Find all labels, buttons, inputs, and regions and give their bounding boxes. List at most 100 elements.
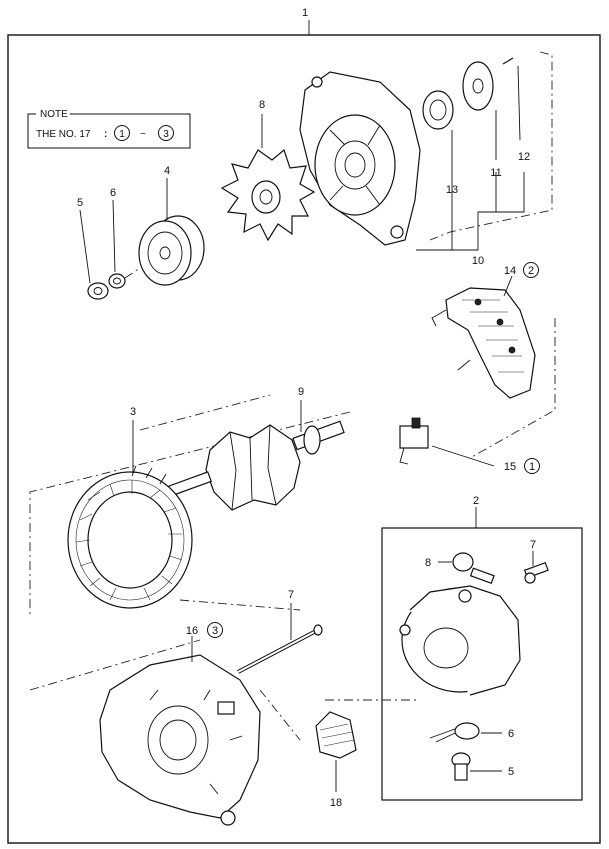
part-fan-8	[220, 148, 316, 242]
part-washer-6	[108, 273, 126, 289]
callout-5: 5	[77, 197, 83, 209]
callout-3: 3	[130, 406, 136, 418]
callout-10: 10	[472, 255, 484, 267]
rectifier-plate	[445, 287, 536, 399]
part-bolt-7	[237, 624, 323, 674]
inset-8-stem	[469, 567, 495, 585]
part-bearing-13	[422, 90, 454, 130]
leader-5	[79, 209, 91, 284]
fan-hub	[251, 180, 281, 214]
drive-frame-lug-top	[311, 76, 323, 88]
part-drive-end-frame	[299, 71, 421, 246]
bolt-shank	[237, 629, 319, 673]
inset-part-6	[429, 722, 480, 743]
callout-2: 2	[473, 495, 479, 507]
nut-body	[87, 282, 109, 300]
note-title: NOTE	[40, 109, 68, 120]
callout-9: 9	[298, 386, 304, 398]
part-stator-3	[67, 465, 193, 609]
callout-11: 11	[490, 167, 501, 179]
rotor-pole-lines	[229, 424, 277, 511]
outer-frame	[7, 34, 601, 844]
callout-16-circled: 3	[212, 625, 218, 637]
note-box: NOTE THE NO. 17 : 1 ~ 3	[27, 108, 191, 149]
leader-14	[503, 275, 513, 297]
note-range-end: 3	[163, 129, 169, 140]
pulley-hub	[159, 246, 171, 260]
drive-frame-spokes	[329, 124, 381, 206]
leader-12	[517, 65, 521, 141]
housing-bore	[147, 705, 209, 775]
nut-hole	[93, 287, 103, 295]
callout-15-circled: 1	[529, 461, 535, 473]
note-title-bg	[36, 108, 70, 120]
brush-holder-body	[399, 425, 429, 449]
inset-frame-lug	[458, 589, 472, 603]
rectifier-diode-2	[496, 318, 504, 326]
callout-inset-5: 5	[508, 766, 514, 778]
part-pulley-4	[138, 215, 205, 286]
part-nut-5	[87, 282, 109, 300]
bracket-10	[416, 172, 525, 251]
part-cover-18	[315, 711, 357, 759]
inset-6-tab	[429, 728, 456, 743]
housing-lug	[220, 810, 236, 826]
part-rear-housing-16	[99, 654, 261, 826]
stator-winding-marks	[75, 480, 183, 601]
screw-12-body	[502, 57, 514, 65]
note-text: THE NO. 17	[36, 129, 91, 140]
part-rotor-9	[167, 420, 345, 511]
callout-14-circled: 2	[528, 265, 534, 277]
part-retainer-11	[462, 61, 494, 111]
housing-boundary	[29, 599, 420, 741]
brush-holder-lead	[399, 447, 409, 465]
callout-16-circle	[207, 622, 223, 638]
callout-inset-6: 6	[508, 728, 514, 740]
callout-18: 18	[330, 797, 342, 809]
washer-hole	[113, 277, 121, 285]
inset-7-head	[524, 572, 536, 584]
note-range-dash: ~	[140, 129, 146, 140]
retainer-hole	[472, 78, 484, 94]
callout-14: 14	[504, 265, 516, 277]
retainer-plate	[462, 61, 494, 111]
inset-8-body	[452, 552, 474, 572]
callout-1: 1	[302, 7, 308, 19]
callout-14-circle	[523, 262, 539, 278]
rotor-poles	[205, 424, 301, 511]
inset-part-5	[451, 752, 471, 781]
inset-frame-rim	[409, 585, 521, 696]
callout-inset-8: 8	[425, 557, 431, 569]
drive-frame-face	[314, 114, 396, 216]
housing-ribs	[149, 689, 243, 795]
inset-part-7	[523, 561, 549, 584]
axis-5-6	[124, 267, 141, 279]
inset-part-8	[452, 552, 495, 585]
drive-frame-lug	[390, 225, 404, 239]
leader-15	[431, 445, 495, 467]
housing-outline	[99, 654, 261, 819]
callout-4: 4	[164, 165, 170, 177]
callout-15-circle	[524, 458, 540, 474]
rectifier-leads	[431, 309, 471, 371]
part-screw-12	[502, 57, 514, 65]
inset-end-frame	[399, 585, 521, 696]
note-range-start: 1	[119, 129, 125, 140]
inset-6-body	[454, 722, 480, 740]
stator-inner	[87, 491, 173, 589]
bearing-outer	[422, 90, 454, 130]
drive-frame-inner	[344, 152, 366, 178]
inset-frame-lug-2	[399, 624, 411, 636]
callout-inset-7: 7	[530, 539, 536, 551]
rectifier-hatch	[462, 299, 524, 373]
callout-7: 7	[288, 589, 294, 601]
leader-6	[112, 199, 116, 273]
inset-box-2	[381, 527, 583, 801]
housing-bore-inner	[159, 719, 197, 761]
callout-15: 15	[504, 461, 516, 473]
inset-5-shank	[454, 763, 468, 781]
bearing-inner	[429, 99, 447, 121]
callout-16: 16	[186, 625, 198, 637]
callout-8: 8	[259, 99, 265, 111]
